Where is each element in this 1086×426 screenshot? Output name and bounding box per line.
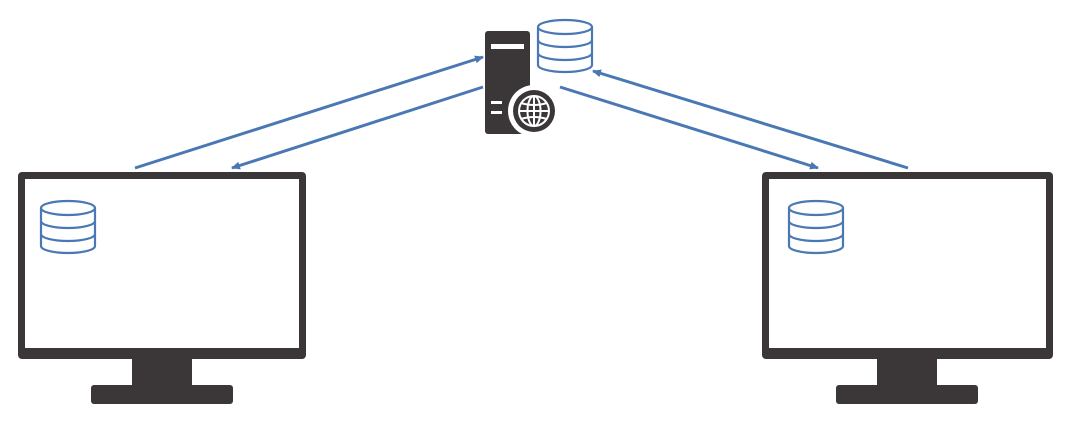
server-node [485, 18, 594, 137]
connection-arrows [134, 55, 909, 170]
arrow-right-client-to-server [592, 69, 909, 170]
left-client-node [18, 172, 306, 404]
globe-icon [508, 85, 560, 137]
server-database-icon [536, 18, 594, 74]
right-database-icon [787, 199, 845, 255]
arrow-left-client-to-server [134, 55, 484, 170]
arrow-server-to-right-client [559, 85, 819, 170]
left-database-icon [39, 199, 97, 255]
arrow-server-to-left-client [231, 85, 484, 170]
right-client-node [762, 172, 1053, 404]
